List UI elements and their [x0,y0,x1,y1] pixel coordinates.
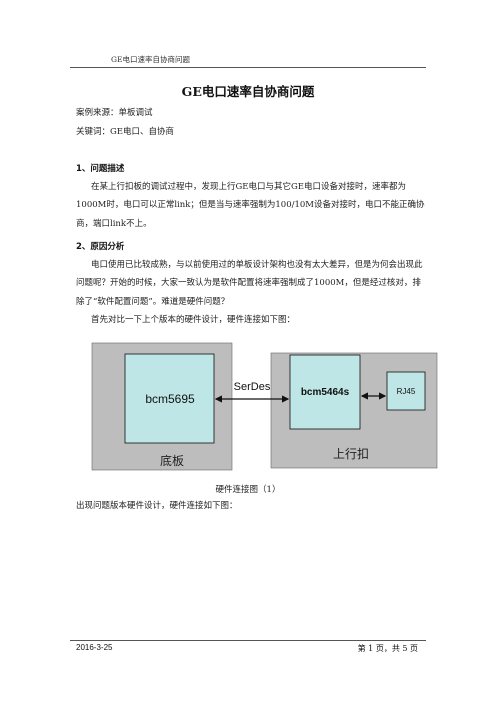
section-paragraph-1: 在某上行扣板的调试过程中，发现上行GE电口与其它GE电口设备对接时，速率都为10… [76,182,425,229]
rj45-label: RJ45 [397,387,416,396]
section-paragraph-3: 首先对比一下上个版本的硬件设计，硬件连接如下图： [91,315,296,325]
header-divider [70,67,426,68]
bcm5695-chip [124,353,215,444]
page-title: GE电口速率自协商问题 [181,84,315,99]
running-header: GE电口速率自协商问题 [111,55,190,64]
case-source: 案例来源：单板调试 [76,108,153,118]
footer-divider [70,640,426,641]
rj45-connector [386,371,426,411]
footer-date: 2016-3-25 [76,643,113,652]
serdes-label: SerDes [234,381,271,393]
base-board-label: 底板 [160,453,184,468]
uplink-board-label: 上行扣 [333,447,369,461]
bcm5464s-chip [289,354,361,430]
figure-caption: 硬件连接图（1） [215,485,281,495]
after-figure-text: 出现问题版本硬件设计，硬件连接如下图： [76,501,238,511]
bcm5464s-label: bcm5464s [301,387,350,398]
section-heading-1: 1、问题描述 [76,164,125,174]
bcm5695-label: bcm5695 [145,392,195,406]
section-paragraph-2: 电口使用已比较成熟，与以前使用过的单板设计架构也没有太大差异，但是为何会出现此问… [76,260,423,307]
footer-page-number: 第 1 页，共 5 页 [357,644,418,653]
keywords: 关键词：GE电口、自协商 [76,127,174,137]
section-heading-2: 2、原因分析 [76,242,125,252]
